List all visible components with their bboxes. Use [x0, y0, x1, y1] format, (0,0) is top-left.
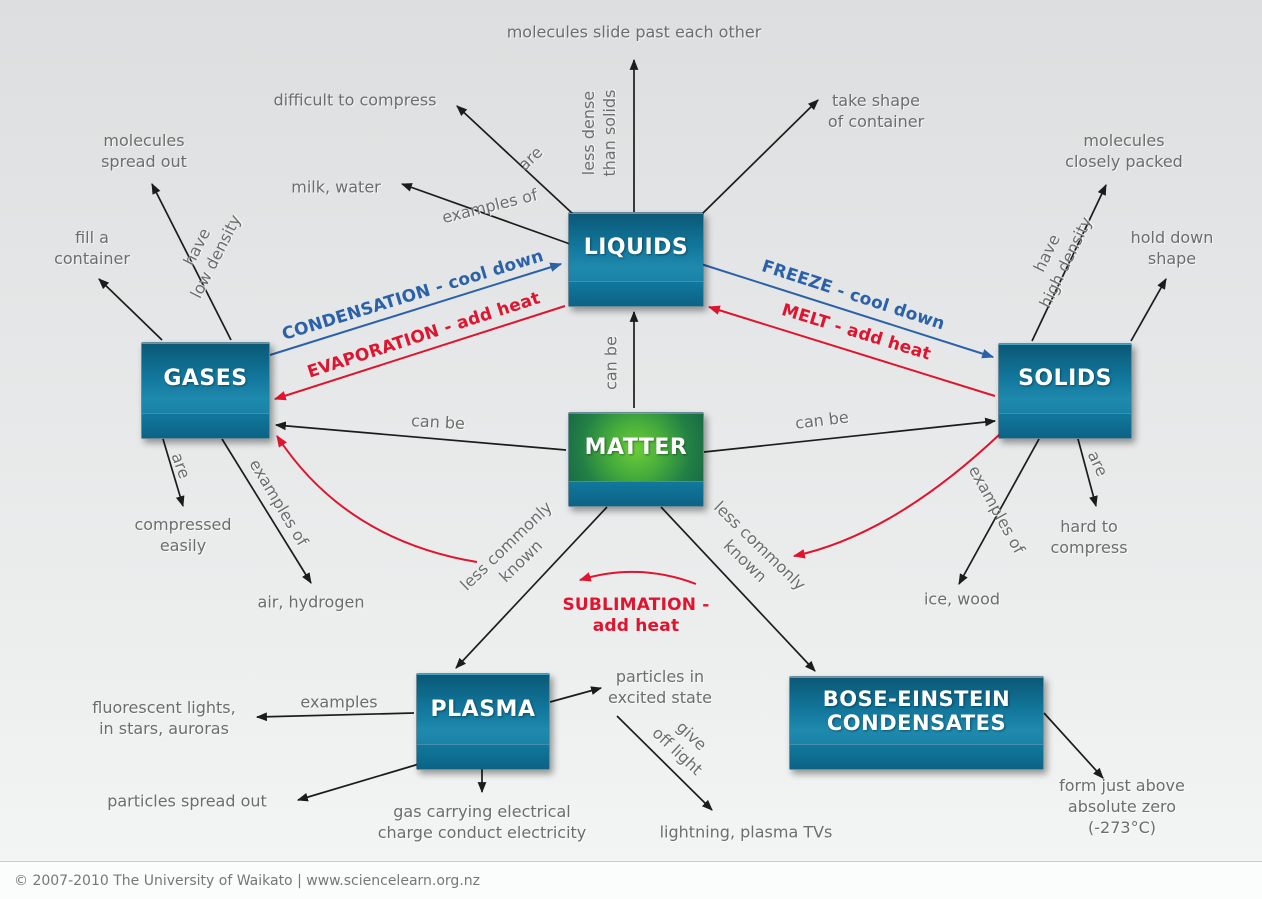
- arrow-gases-fill: [98, 278, 163, 341]
- arrow-sublimation-label: [578, 570, 697, 585]
- label-fluorescent: fluorescent lights, in stars, auroras: [92, 698, 236, 738]
- node-liquids-face: LIQUIDS: [569, 213, 703, 281]
- label-have-low-density: have low density: [179, 211, 245, 302]
- label-particles-spread: particles spread out: [107, 791, 267, 811]
- label-can-be-right: can be: [794, 407, 850, 433]
- node-gases-label: GASES: [163, 365, 248, 391]
- label-are-gases: are: [167, 450, 195, 482]
- label-milk-water: milk, water: [291, 177, 381, 197]
- label-air-hydrogen: air, hydrogen: [257, 592, 365, 612]
- label-molecules-packed: molecules closely packed: [1065, 131, 1183, 171]
- copyright-text: © 2007-2010 The University of Waikato | …: [14, 872, 480, 889]
- node-gases-strip: [142, 413, 269, 438]
- label-hard-to-compress: hard to compress: [1050, 517, 1128, 557]
- node-plasma: PLASMA: [416, 673, 550, 770]
- node-matter-face: MATTER: [569, 413, 703, 481]
- label-fill-container: fill a container: [54, 228, 130, 268]
- label-sublimation: SUBLIMATION - add heat: [562, 594, 710, 636]
- label-particles-excited: particles in excited state: [608, 667, 712, 707]
- label-molecules-slide: molecules slide past each other: [506, 22, 762, 42]
- label-examples-of-gases: examples of: [245, 455, 313, 550]
- label-give-off-light: give off light: [648, 717, 711, 779]
- arrow-sublimation-from-solids: [792, 433, 1001, 559]
- footer-bar: © 2007-2010 The University of Waikato | …: [0, 861, 1262, 899]
- node-solids: SOLIDS: [998, 343, 1132, 439]
- arrow-sublimation-to-gases: [276, 434, 478, 563]
- arrow-freeze: [700, 263, 995, 359]
- label-hold-down-shape: hold down shape: [1130, 228, 1214, 268]
- label-can-be-left: can be: [410, 411, 466, 433]
- label-have-high-density: have high density: [1029, 213, 1096, 311]
- node-bose-einstein-face: BOSE-EINSTEIN CONDENSATES: [790, 677, 1043, 744]
- label-gas-carrying: gas carrying electrical charge conduct e…: [377, 802, 587, 842]
- node-bose-einstein-label: BOSE-EINSTEIN CONDENSATES: [822, 686, 1011, 735]
- concept-map: LIQUIDS GASES SOLIDS MATTER PLASMA BOSE-…: [54, 22, 1214, 842]
- arrow-plasma-spread: [296, 763, 420, 802]
- label-compressed-easily: compressed easily: [134, 515, 232, 555]
- label-examples-of-solids: examples of: [964, 462, 1029, 557]
- arrow-liquids-take-shape: [701, 99, 819, 215]
- label-take-shape: take shape of container: [827, 91, 925, 131]
- node-liquids-strip: [569, 281, 703, 306]
- label-difficult-to-compress: difficult to compress: [273, 90, 437, 110]
- label-examples-of-liquids: examples of: [440, 185, 540, 228]
- label-are-solids: are: [1083, 447, 1112, 480]
- node-plasma-face: PLASMA: [417, 674, 549, 744]
- node-matter-strip: [569, 481, 703, 506]
- node-solids-strip: [999, 413, 1131, 438]
- label-are-liquids: are: [514, 142, 547, 175]
- node-plasma-strip: [417, 744, 549, 769]
- node-liquids-label: LIQUIDS: [583, 234, 689, 260]
- node-bose-einstein-strip: [790, 744, 1043, 769]
- node-gases: GASES: [141, 342, 270, 439]
- arrow-plasma-excited: [549, 686, 603, 703]
- arrow-bec-form: [1043, 712, 1104, 779]
- node-matter-label: MATTER: [584, 434, 688, 460]
- node-plasma-label: PLASMA: [430, 696, 536, 722]
- label-molecules-spread: molecules spread out: [101, 131, 187, 171]
- label-less-commonly-known-right: less commonly known: [710, 497, 810, 595]
- label-ice-wood: ice, wood: [923, 589, 1001, 609]
- label-form-above-zero: form just above absolute zero (-273°C): [1059, 775, 1185, 837]
- label-less-commonly-known-left: less commonly known: [456, 497, 556, 595]
- arrow-solids-hold: [1130, 278, 1167, 342]
- node-solids-face: SOLIDS: [999, 344, 1131, 413]
- label-can-be-up: can be: [601, 336, 621, 390]
- node-solids-label: SOLIDS: [1018, 366, 1112, 392]
- arrow-plasma-examples: [255, 712, 415, 722]
- node-liquids: LIQUIDS: [568, 212, 704, 307]
- node-bose-einstein: BOSE-EINSTEIN CONDENSATES: [789, 676, 1044, 770]
- node-gases-face: GASES: [142, 343, 269, 413]
- arrow-gases-air: [221, 438, 312, 584]
- label-less-dense: less dense than solids: [579, 89, 619, 177]
- label-lightning: lightning, plasma TVs: [659, 822, 833, 842]
- node-matter: MATTER: [568, 412, 704, 507]
- label-examples-plasma: examples: [300, 692, 378, 712]
